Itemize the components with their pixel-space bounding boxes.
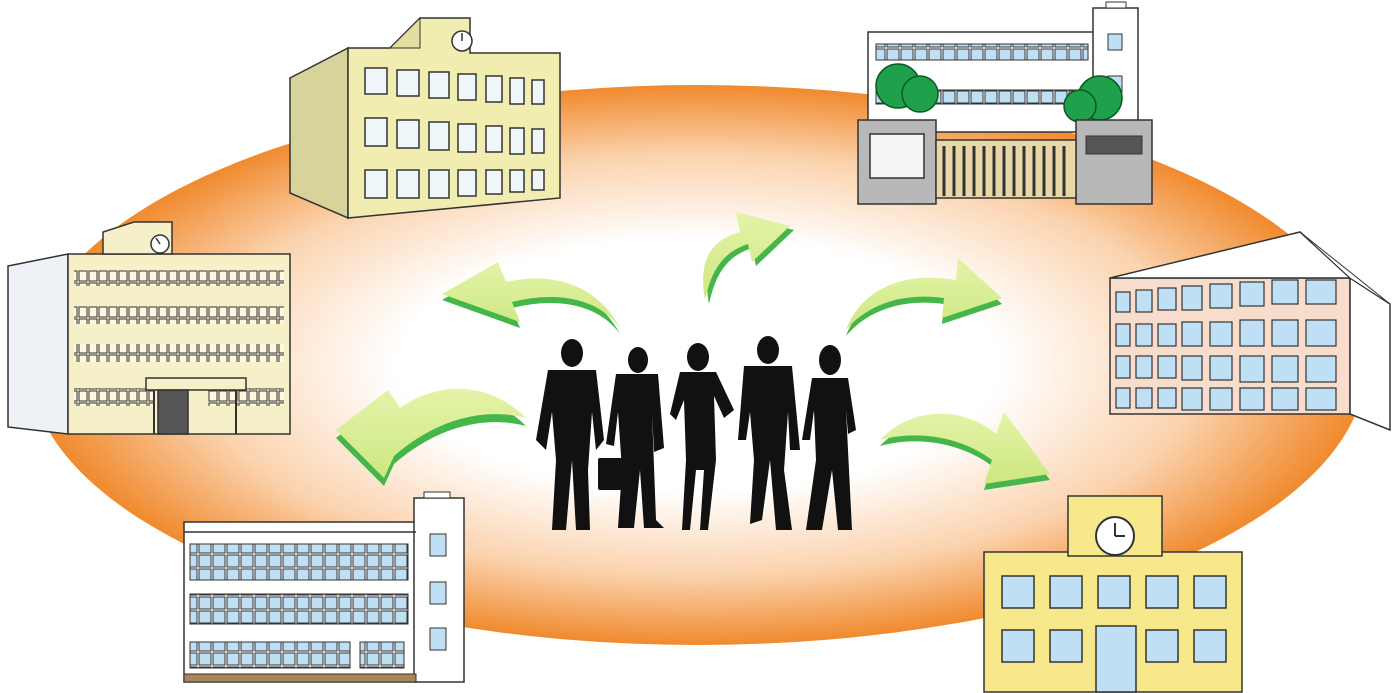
school-building-top-right xyxy=(857,1,1153,205)
clock-icon xyxy=(150,234,170,254)
person-silhouette-3 xyxy=(670,343,734,530)
school-building-top-left xyxy=(289,16,561,220)
person-silhouette-4 xyxy=(738,336,800,530)
person-silhouette-1 xyxy=(536,339,604,530)
school-building-bottom-left xyxy=(183,491,465,683)
clock-icon xyxy=(1095,516,1135,556)
arrow-to-bottom-right xyxy=(880,412,1050,490)
clock-icon xyxy=(451,30,473,52)
school-building-left xyxy=(7,221,291,435)
tree-icon xyxy=(875,63,939,113)
tree-icon xyxy=(1063,75,1123,123)
school-building-bottom-right xyxy=(983,495,1243,693)
person-silhouette-5 xyxy=(802,345,856,530)
group-of-business-people xyxy=(536,336,856,530)
arrow-to-top-right xyxy=(703,212,794,304)
arrow-to-left xyxy=(336,388,526,486)
school-building-right xyxy=(1109,231,1391,432)
person-silhouette-2 xyxy=(598,347,664,528)
arrow-to-top-left xyxy=(442,262,620,334)
arrow-to-right xyxy=(846,258,1002,336)
